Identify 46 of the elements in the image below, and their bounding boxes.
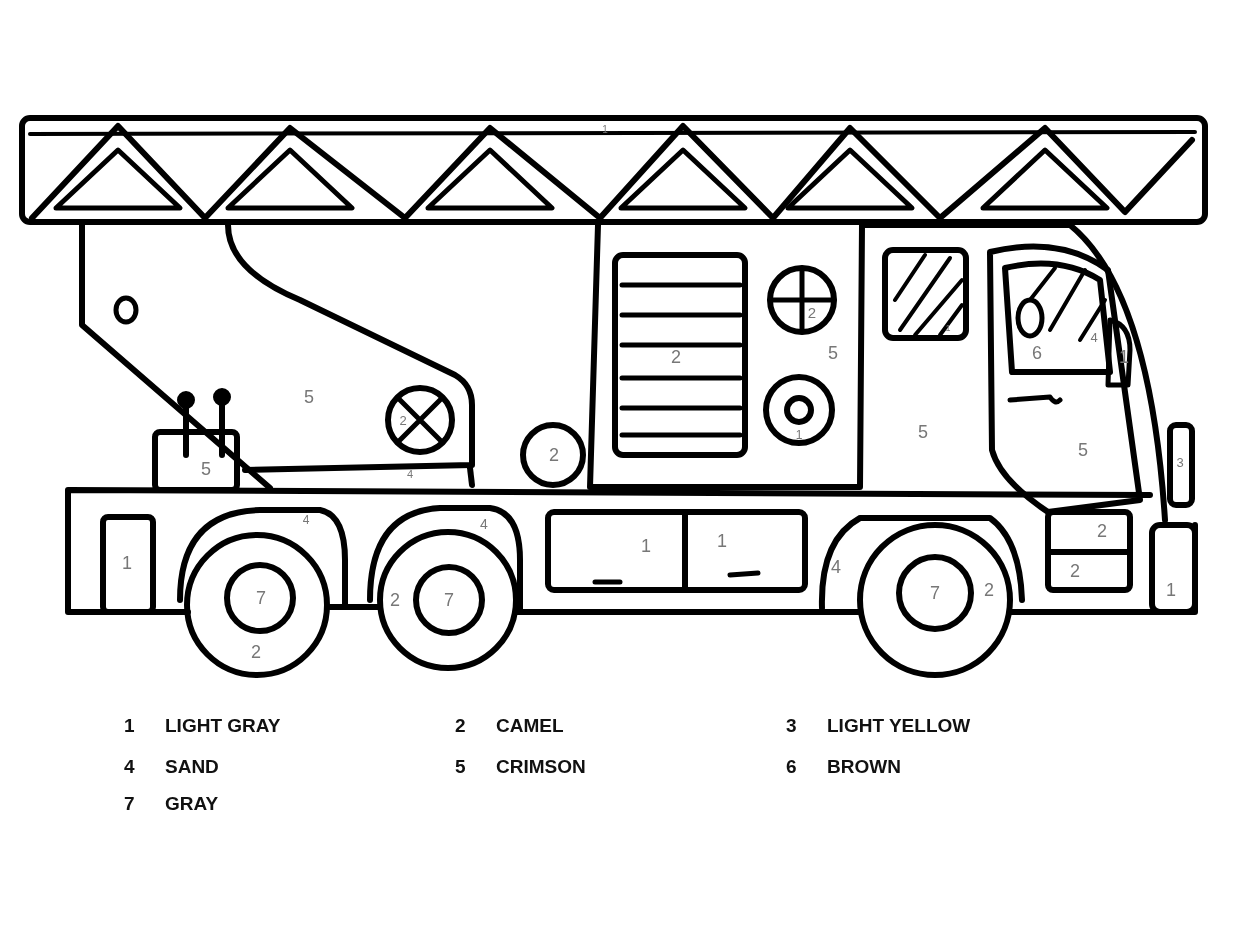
area-number: 5 xyxy=(1078,441,1088,459)
legend-number: 1 xyxy=(124,715,135,735)
area-number: 5 xyxy=(828,344,838,362)
color-name: LIGHT GRAY xyxy=(165,715,281,735)
area-number: 7 xyxy=(256,589,266,607)
area-number: 2 xyxy=(1097,522,1107,540)
area-number: 2 xyxy=(251,643,261,661)
color-name: GRAY xyxy=(165,793,219,813)
area-number: 4 xyxy=(1090,330,1098,344)
area-number: 4 xyxy=(831,558,841,576)
color-name: SAND xyxy=(165,756,219,776)
area-number: 2 xyxy=(984,581,994,599)
legend-number: 2 xyxy=(455,715,466,735)
legend-number: 6 xyxy=(786,756,797,776)
legend-number: 5 xyxy=(455,756,466,776)
area-number: 5 xyxy=(304,388,314,406)
area-number: 1 xyxy=(945,323,951,333)
legend-number: 4 xyxy=(124,756,135,776)
area-number: 1 xyxy=(717,532,727,550)
area-number: 2 xyxy=(399,413,407,427)
area-number: 4 xyxy=(302,514,310,526)
area-number: 5 xyxy=(201,460,211,478)
area-number: 2 xyxy=(807,304,817,320)
area-number: 2 xyxy=(390,591,400,609)
area-number: 2 xyxy=(671,348,681,366)
area-number: 1 xyxy=(1119,348,1129,366)
color-name: CRIMSON xyxy=(496,756,586,776)
area-number: 4 xyxy=(480,517,488,531)
legend-number: 7 xyxy=(124,793,135,813)
area-number: 3 xyxy=(1176,455,1184,469)
area-number: 1 xyxy=(641,537,651,555)
area-number: 1 xyxy=(1166,581,1176,599)
area-number: 7 xyxy=(930,584,940,602)
color-name: BROWN xyxy=(827,756,901,776)
area-number: 5 xyxy=(918,423,928,441)
area-number: 4 xyxy=(406,468,414,480)
area-number: 2 xyxy=(1070,562,1080,580)
area-number: 1 xyxy=(122,554,132,572)
area-number: 1 xyxy=(795,429,803,441)
area-number: 2 xyxy=(549,446,559,464)
color-name: LIGHT YELLOW xyxy=(827,715,971,735)
area-number: 7 xyxy=(444,591,454,609)
legend-number: 3 xyxy=(786,715,797,735)
area-number: 1 xyxy=(602,125,608,135)
area-number: 6 xyxy=(1032,344,1042,362)
color-name: CAMEL xyxy=(496,715,564,735)
